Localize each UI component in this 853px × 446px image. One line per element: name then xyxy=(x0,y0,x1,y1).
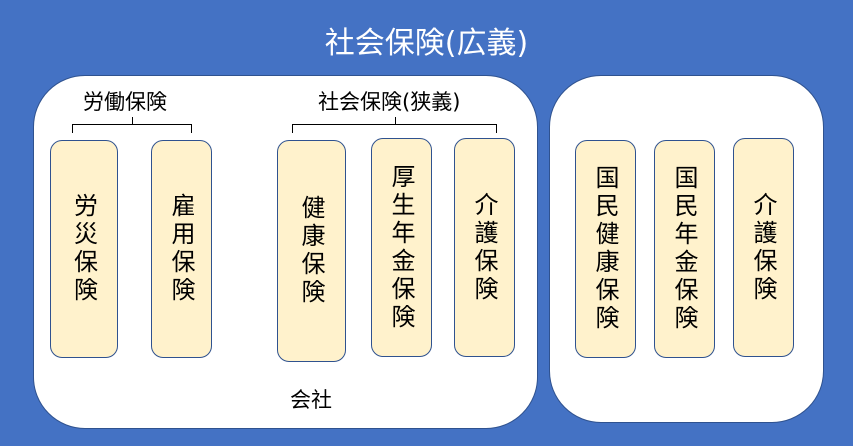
box-label: 国民年金保険 xyxy=(670,165,698,333)
labor-insurance-bracket xyxy=(72,117,192,133)
social-insurance-narrow-label: 社会保険(狭義) xyxy=(318,90,461,114)
company-label: 会社 xyxy=(290,388,332,412)
national-health-insurance-box: 国民健康保険 xyxy=(575,140,636,358)
box-label: 厚生年金保険 xyxy=(387,163,415,332)
box-label: 健康保険 xyxy=(297,195,325,307)
box-label: 介護保険 xyxy=(470,191,498,304)
employee-pension-box: 厚生年金保険 xyxy=(371,138,432,357)
nursing-care-insurance-box-individual: 介護保険 xyxy=(733,138,794,357)
box-label: 雇用保険 xyxy=(167,193,195,305)
social-insurance-narrow-bracket xyxy=(292,117,497,133)
box-label: 労災保険 xyxy=(69,193,98,305)
nursing-care-insurance-box: 介護保険 xyxy=(454,138,515,357)
workers-comp-insurance-box: 労災保険 xyxy=(50,140,118,358)
labor-insurance-label: 労働保険 xyxy=(83,90,167,114)
box-label: 国民健康保険 xyxy=(591,165,619,333)
diagram-title: 社会保険(広義) xyxy=(324,26,529,61)
national-pension-box: 国民年金保険 xyxy=(654,140,715,358)
health-insurance-box: 健康保険 xyxy=(277,140,346,362)
box-label: 介護保険 xyxy=(749,191,777,304)
employment-insurance-box: 雇用保険 xyxy=(151,140,212,358)
